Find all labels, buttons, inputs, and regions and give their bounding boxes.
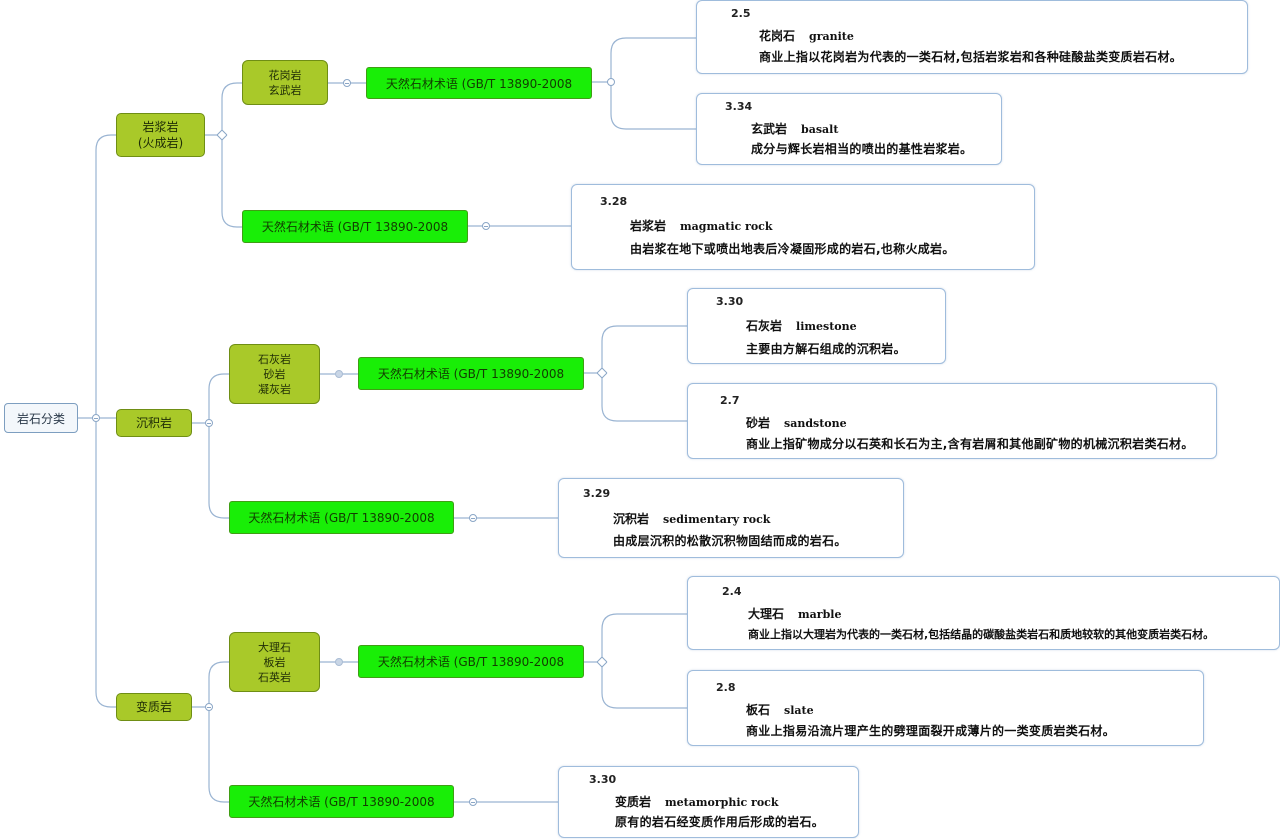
sub-group-item: 大理石	[258, 640, 291, 654]
sub-group-item: 石英岩	[258, 670, 291, 684]
standard-node[interactable]: 天然石材术语 (GB/T 13890-2008	[366, 67, 592, 99]
collapse-toggle-icon[interactable]	[205, 419, 213, 427]
root-label: 岩石分类	[16, 411, 65, 426]
standard-label: 天然石材术语 (GB/T 13890-2008	[248, 795, 435, 809]
collapse-toggle-icon[interactable]	[343, 79, 351, 87]
term-en: granite	[809, 30, 854, 43]
definition-term: 大理石 marble	[748, 605, 841, 622]
definition-card[interactable]: 3.34 玄武岩 basalt 成分与辉长岩相当的喷出的基性岩浆岩。	[696, 93, 1002, 165]
definition-card[interactable]: 2.5 花岗石 granite 商业上指以花岗岩为代表的一类石材,包括岩浆岩和各种…	[696, 0, 1248, 74]
standard-label: 天然石材术语 (GB/T 13890-2008	[377, 367, 565, 381]
definition-card[interactable]: 2.7 砂岩 sandstone 商业上指矿物成分以石英和长石为主,含有岩屑和其他…	[687, 383, 1217, 459]
collapse-toggle-icon[interactable]	[482, 222, 490, 230]
definition-text: 主要由方解石组成的沉积岩。	[746, 342, 906, 356]
term-cn: 大理石	[748, 607, 785, 621]
term-en: magmatic rock	[680, 220, 773, 233]
term-en: sandstone	[784, 417, 847, 430]
term-cn: 沉积岩	[613, 512, 650, 526]
definition-card[interactable]: 3.29 沉积岩 sedimentary rock 由成层沉积的松散沉积物固结而成…	[558, 478, 904, 558]
category-node-sedimentary[interactable]: 沉积岩	[116, 409, 192, 437]
definition-text: 由成层沉积的松散沉积物固结而成的岩石。	[613, 534, 847, 548]
definition-card[interactable]: 2.4 大理石 marble 商业上指以大理岩为代表的一类石材,包括结晶的碳酸盐类…	[687, 576, 1280, 650]
category-label-line: 岩浆岩	[142, 120, 179, 134]
branch-toggle-icon[interactable]	[335, 370, 343, 378]
sub-group-item: 板岩	[263, 655, 286, 669]
sub-group-node[interactable]: 花岗岩 玄武岩	[242, 60, 328, 105]
term-en: metamorphic rock	[665, 796, 779, 809]
term-cn: 变质岩	[615, 795, 652, 809]
branch-toggle-icon[interactable]	[335, 658, 343, 666]
term-en: sedimentary rock	[663, 513, 771, 526]
root-node[interactable]: 岩石分类	[4, 403, 78, 433]
collapse-toggle-icon[interactable]	[469, 514, 477, 522]
definition-number: 2.5	[731, 7, 751, 20]
category-node-metamorphic[interactable]: 变质岩	[116, 693, 192, 721]
definition-term: 变质岩 metamorphic rock	[615, 793, 778, 810]
standard-label: 天然石材术语 (GB/T 13890-2008	[377, 655, 565, 669]
sub-group-item: 凝灰岩	[258, 382, 291, 396]
sub-group-node[interactable]: 大理石 板岩 石英岩	[229, 632, 320, 692]
sub-group-item: 玄武岩	[268, 83, 302, 97]
sub-group-item: 砂岩	[263, 367, 286, 381]
collapse-toggle-icon[interactable]	[92, 414, 100, 422]
definition-number: 3.34	[725, 100, 753, 113]
sub-group-node[interactable]: 石灰岩 砂岩 凝灰岩	[229, 344, 320, 404]
term-en: slate	[784, 704, 814, 717]
definition-term: 花岗石 granite	[759, 27, 854, 44]
term-cn: 砂岩	[746, 416, 771, 430]
definition-term: 石灰岩 limestone	[746, 317, 857, 334]
definition-card[interactable]: 3.28 岩浆岩 magmatic rock 由岩浆在地下或喷出地表后冷凝固形成的…	[571, 184, 1035, 270]
definition-number: 3.29	[583, 487, 611, 500]
definition-term: 板石 slate	[746, 701, 814, 718]
definition-card[interactable]: 3.30 变质岩 metamorphic rock 原有的岩石经变质作用后形成的岩…	[558, 766, 859, 838]
term-en: basalt	[801, 123, 839, 136]
definition-text: 商业上指以花岗岩为代表的一类石材,包括岩浆岩和各种硅酸盐类变质岩石材。	[759, 50, 1183, 64]
definition-text: 由岩浆在地下或喷出地表后冷凝固形成的岩石,也称火成岩。	[630, 242, 955, 256]
definition-term: 玄武岩 basalt	[751, 120, 838, 137]
standard-node[interactable]: 天然石材术语 (GB/T 13890-2008	[242, 210, 468, 243]
definition-term: 岩浆岩 magmatic rock	[630, 217, 772, 234]
definition-number: 2.7	[720, 394, 740, 407]
definition-text: 成分与辉长岩相当的喷出的基性岩浆岩。	[751, 142, 973, 156]
collapse-toggle-icon[interactable]	[469, 798, 477, 806]
definition-card[interactable]: 2.8 板石 slate 商业上指易沿流片理产生的劈理面裂开成薄片的一类变质岩类石…	[687, 670, 1204, 746]
branch-toggle-icon[interactable]	[607, 78, 615, 86]
term-en: limestone	[796, 320, 857, 333]
sub-group-item: 花岗岩	[268, 68, 302, 82]
definition-number: 2.4	[722, 585, 742, 598]
definition-term: 沉积岩 sedimentary rock	[613, 510, 770, 527]
standard-label: 天然石材术语 (GB/T 13890-2008	[261, 220, 449, 234]
standard-label: 天然石材术语 (GB/T 13890-2008	[248, 511, 435, 525]
standard-node[interactable]: 天然石材术语 (GB/T 13890-2008	[358, 645, 584, 678]
sub-group-item: 石灰岩	[258, 352, 291, 366]
term-cn: 玄武岩	[751, 122, 788, 136]
term-cn: 石灰岩	[746, 319, 783, 333]
definition-number: 3.28	[600, 195, 628, 208]
category-node-magmatic[interactable]: 岩浆岩 (火成岩)	[116, 113, 205, 157]
definition-text: 原有的岩石经变质作用后形成的岩石。	[615, 815, 825, 829]
term-cn: 板石	[746, 703, 771, 717]
standard-node[interactable]: 天然石材术语 (GB/T 13890-2008	[358, 357, 584, 390]
standard-node[interactable]: 天然石材术语 (GB/T 13890-2008	[229, 501, 454, 534]
definition-term: 砂岩 sandstone	[746, 414, 847, 431]
collapse-toggle-icon[interactable]	[205, 703, 213, 711]
term-cn: 岩浆岩	[630, 219, 667, 233]
definition-text: 商业上指以大理岩为代表的一类石材,包括结晶的碳酸盐类岩石和质地较软的其他变质岩类…	[748, 628, 1215, 641]
definition-text: 商业上指矿物成分以石英和长石为主,含有岩屑和其他副矿物的机械沉积岩类石材。	[746, 437, 1194, 451]
definition-number: 3.30	[716, 295, 744, 308]
category-label: 沉积岩	[135, 416, 172, 430]
standard-node[interactable]: 天然石材术语 (GB/T 13890-2008	[229, 785, 454, 818]
term-en: marble	[798, 608, 842, 621]
definition-number: 3.30	[589, 773, 617, 786]
definition-card[interactable]: 3.30 石灰岩 limestone 主要由方解石组成的沉积岩。	[687, 288, 946, 364]
standard-label: 天然石材术语 (GB/T 13890-2008	[385, 76, 573, 91]
definition-number: 2.8	[716, 681, 736, 694]
term-cn: 花岗石	[759, 29, 796, 43]
category-label-line: (火成岩)	[137, 136, 184, 150]
category-label: 变质岩	[135, 700, 172, 714]
definition-text: 商业上指易沿流片理产生的劈理面裂开成薄片的一类变质岩类石材。	[746, 724, 1116, 738]
